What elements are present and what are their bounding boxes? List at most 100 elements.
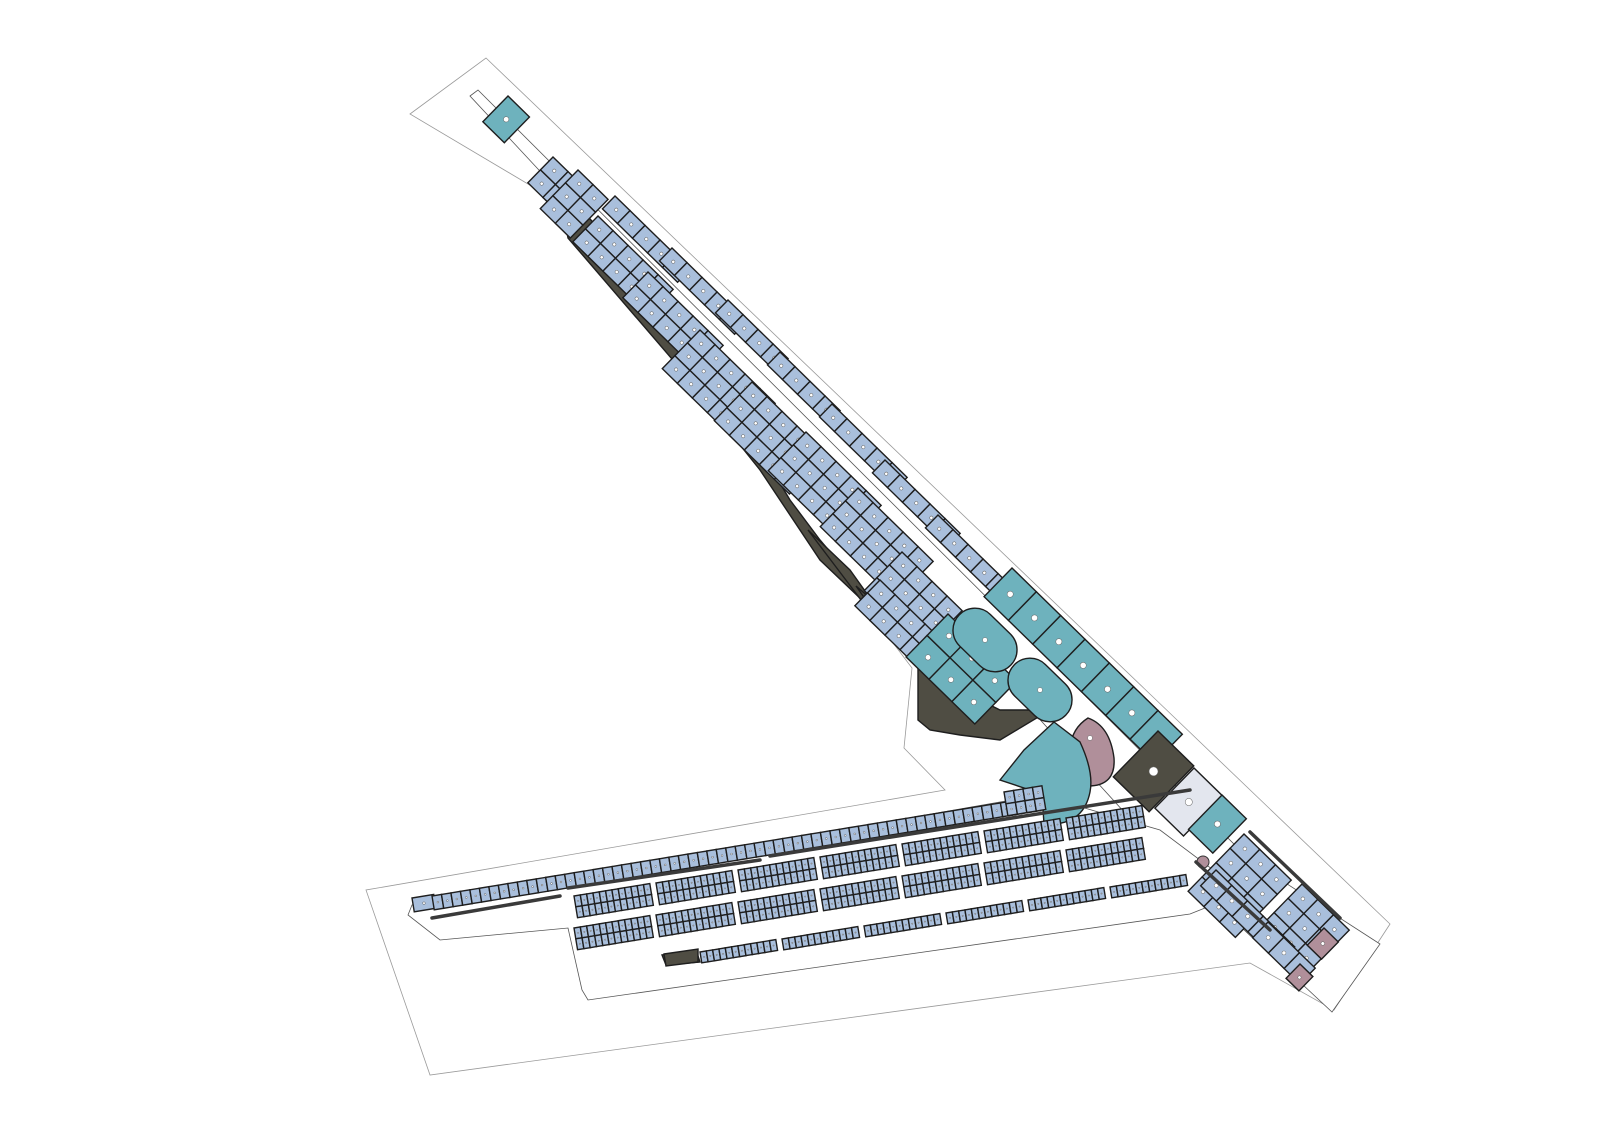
plot-marker xyxy=(1102,859,1105,862)
plot-marker xyxy=(756,449,761,453)
plot-marker xyxy=(930,875,933,878)
plot-marker xyxy=(835,934,838,937)
plot-marker xyxy=(785,943,787,945)
plot-marker xyxy=(932,854,934,857)
plot-marker xyxy=(1075,853,1078,855)
plot-marker xyxy=(796,842,799,845)
plot-marker xyxy=(815,838,818,842)
plot-marker xyxy=(686,893,688,896)
plot-marker xyxy=(905,880,907,882)
plot-marker xyxy=(1182,879,1185,882)
plot-marker xyxy=(824,871,827,874)
plot-marker xyxy=(931,593,936,597)
plot-marker xyxy=(824,903,827,906)
plot-marker xyxy=(995,876,997,879)
median-1 xyxy=(566,858,762,890)
plot-marker xyxy=(597,874,601,877)
plot-marker xyxy=(742,884,745,887)
plot-marker xyxy=(604,938,606,941)
plot-marker xyxy=(1055,638,1063,645)
plot-marker xyxy=(1119,813,1122,816)
plot-marker xyxy=(550,882,553,885)
plot-marker xyxy=(1031,904,1033,906)
plot-marker xyxy=(1138,810,1141,813)
plot-marker xyxy=(1096,828,1098,831)
plot-marker xyxy=(716,384,721,388)
plot-marker xyxy=(585,941,587,944)
plot-marker xyxy=(629,934,632,937)
plot-marker xyxy=(861,445,866,449)
plot-marker xyxy=(1018,861,1021,864)
plot-marker xyxy=(903,591,908,596)
plot-marker xyxy=(925,855,928,858)
plot-marker xyxy=(873,929,876,931)
plot-marker xyxy=(664,326,669,330)
plot-marker xyxy=(678,883,680,886)
plot-marker xyxy=(697,880,699,883)
plot-marker xyxy=(792,456,797,461)
plot-marker xyxy=(848,932,851,935)
plot-marker xyxy=(761,913,764,916)
plot-marker xyxy=(991,677,998,684)
plot-marker xyxy=(1200,889,1206,894)
plot-marker xyxy=(709,910,712,913)
plot-marker xyxy=(728,907,731,910)
plot-marker xyxy=(692,859,695,862)
plot-marker xyxy=(861,854,863,857)
plot-marker xyxy=(785,866,788,869)
plot-marker xyxy=(962,838,964,841)
plot-marker xyxy=(1037,687,1043,693)
plot-marker xyxy=(753,947,756,950)
plot-marker xyxy=(938,853,941,856)
plot-marker xyxy=(1229,898,1235,904)
plot-marker xyxy=(747,873,750,875)
plot-marker xyxy=(577,932,579,934)
plot-marker xyxy=(701,289,706,293)
plot-marker xyxy=(730,918,733,921)
plot-marker xyxy=(621,924,624,927)
plot-marker xyxy=(665,918,668,920)
plot-marker xyxy=(987,910,989,913)
plot-marker xyxy=(728,875,731,878)
plot-marker xyxy=(901,563,906,568)
plot-marker xyxy=(948,817,951,820)
plot-marker xyxy=(787,877,789,880)
plot-marker xyxy=(583,899,586,901)
plot-marker xyxy=(791,897,794,900)
plot-marker xyxy=(742,916,745,919)
plot-marker xyxy=(982,637,988,643)
green-area-sw[interactable] xyxy=(663,948,699,967)
plot-marker xyxy=(937,526,942,531)
plot-marker xyxy=(804,863,807,866)
plot-marker xyxy=(993,909,996,912)
plot-marker xyxy=(1125,889,1128,891)
plot-marker xyxy=(798,896,800,899)
plot-marker xyxy=(716,877,718,880)
plot-marker xyxy=(1088,894,1090,897)
plot-marker xyxy=(1258,862,1263,867)
plot-marker xyxy=(777,845,781,848)
plot-marker xyxy=(634,296,639,301)
plot-marker xyxy=(1012,906,1015,909)
plot-marker xyxy=(704,397,709,401)
plot-marker xyxy=(1100,892,1103,895)
plot-marker xyxy=(512,888,515,891)
plots xyxy=(411,95,1351,992)
plot-marker xyxy=(662,298,667,303)
plot-marker xyxy=(1037,858,1040,861)
plot-marker xyxy=(829,935,832,938)
plot-marker xyxy=(967,556,972,560)
plot-marker xyxy=(1140,853,1143,856)
plot-marker xyxy=(711,889,714,892)
plot-marker xyxy=(955,916,958,918)
plot-marker xyxy=(880,851,882,854)
plot-marker xyxy=(917,921,920,924)
plot-marker xyxy=(1025,860,1027,863)
plot-marker xyxy=(829,892,832,894)
plot-marker xyxy=(1083,862,1086,865)
plot-marker xyxy=(957,850,960,853)
plot-marker xyxy=(1320,941,1325,946)
plot-marker xyxy=(753,872,756,874)
plot-marker xyxy=(715,954,718,956)
plot-marker xyxy=(716,303,721,308)
